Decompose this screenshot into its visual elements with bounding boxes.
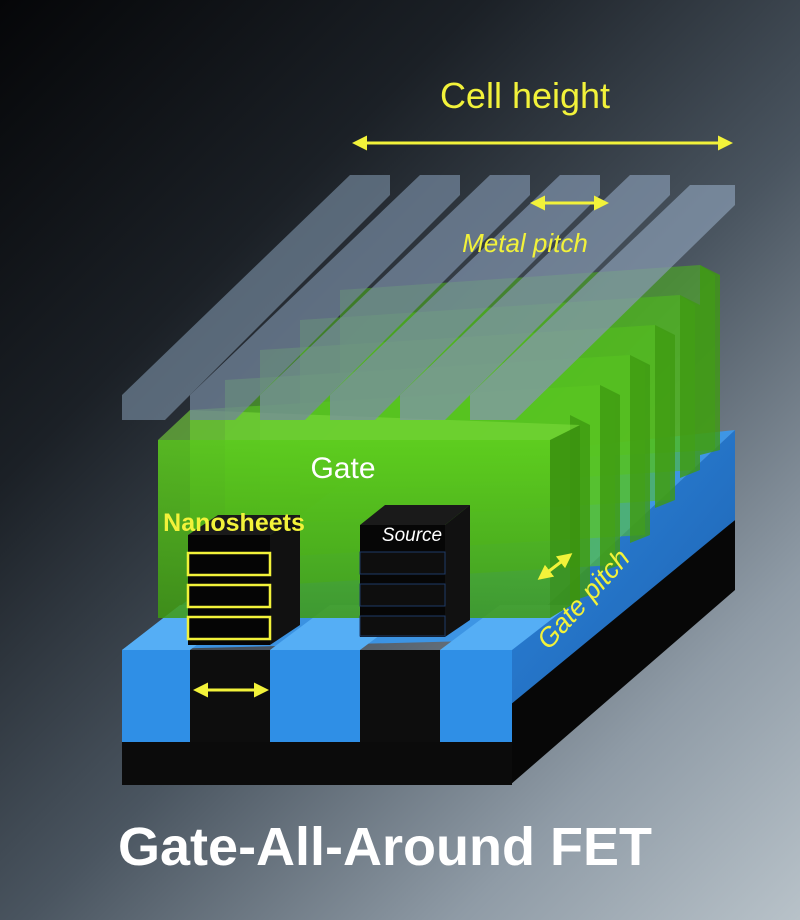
substrate-side [510,430,735,705]
nanosheet-stack-left [186,515,300,645]
metal-pitch-label: Metal pitch [462,228,588,258]
metal-lines [122,175,735,420]
nanosheet-1 [186,551,272,577]
trench-left [190,650,270,742]
nanosheets-label: Nanosheets [163,509,305,537]
base-side [510,520,735,785]
fin-right [440,650,512,742]
base-front [122,740,512,785]
diagram-title: Gate-All-Around FET [118,817,652,877]
trench-right [360,650,440,742]
fin-mid [270,650,360,742]
source-label: Source [382,525,442,546]
gate-pitch-arrow [537,553,573,580]
nanosheet-2 [186,583,272,609]
nanosheet-3 [186,615,272,641]
fin-left [122,650,190,742]
gate-label: Gate [310,452,375,485]
cell-height-label: Cell height [440,75,610,116]
nanosheet-stack-source [359,505,470,637]
